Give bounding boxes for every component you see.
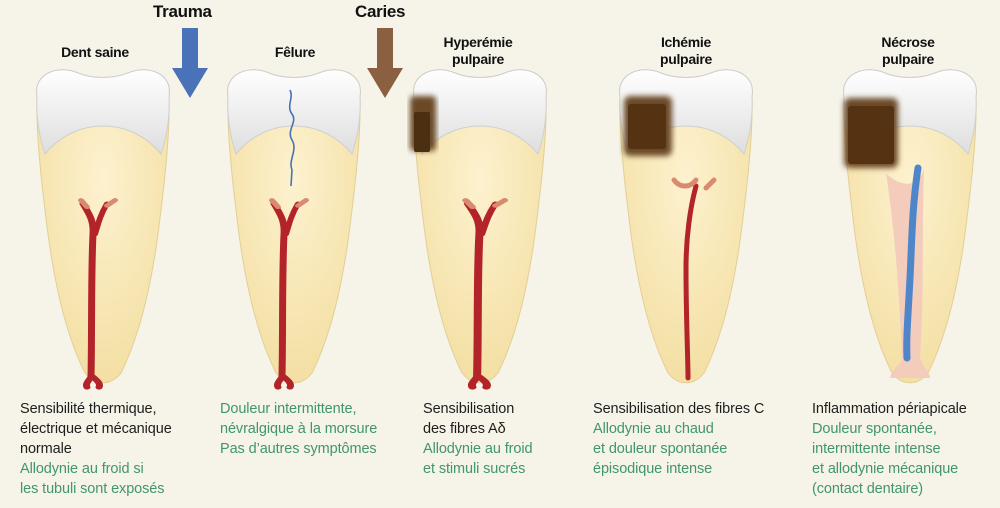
symptom-line: névralgique à la morsure	[220, 421, 378, 437]
symptom-line: Sensibilité thermique,	[20, 401, 157, 417]
stage-description-healthy: Sensibilité thermique, électrique et méc…	[20, 399, 172, 499]
title-line: Dent saine	[61, 44, 129, 60]
tooth-pulp-ischemia	[619, 69, 753, 384]
crack-line	[288, 89, 295, 187]
cause-caries-label: Caries	[355, 2, 406, 21]
title-line: pulpaire	[451, 51, 505, 67]
stage-description-crack: Douleur intermittente, névralgique à la …	[220, 399, 377, 459]
symptom-line: Inflammation périapicale	[812, 401, 967, 417]
tooth-pulp-hyperemia	[410, 69, 547, 387]
trauma-arrow	[172, 28, 208, 98]
stage-title-healthy: Dent saine	[25, 44, 165, 61]
symptom-line: normale	[20, 441, 72, 457]
symptom-line: Douleur spontanée,	[812, 421, 937, 437]
symptom-line: Allodynie au froid si	[20, 461, 144, 477]
symptom-line: et allodynie mécanique	[812, 461, 959, 477]
caries-arrow	[367, 28, 403, 98]
stage-description-hyperemia: Sensibilisation des fibres Aδ Allodynie …	[423, 399, 533, 479]
symptom-line: intermittente intense	[812, 441, 941, 457]
tooth-pulp-necrosis	[843, 69, 977, 384]
stage-description-ischemia: Sensibilisation des fibres C Allodynie a…	[593, 399, 764, 479]
title-line: pulpaire	[881, 51, 935, 67]
symptom-line: Douleur intermittente,	[220, 401, 357, 417]
symptom-line: électrique et mécanique	[20, 421, 172, 437]
tooth-healthy	[36, 69, 170, 387]
symptom-line: Allodynie au froid	[423, 441, 533, 457]
symptom-line: Pas d’autres symptômes	[220, 441, 377, 457]
symptom-line: et douleur spontanée	[593, 441, 728, 457]
stage-title-crack: Fêlure	[225, 44, 365, 61]
symptom-line: Allodynie au chaud	[593, 421, 714, 437]
symptom-line: des fibres Aδ	[423, 421, 506, 437]
tooth-crack	[227, 69, 361, 387]
title-line: Hyperémie	[443, 34, 513, 50]
symptom-line: (contact dentaire)	[812, 481, 924, 497]
title-line: pulpaire	[659, 51, 713, 67]
symptom-line: et stimuli sucrés	[423, 461, 526, 477]
title-line: Nécrose	[881, 34, 935, 50]
title-line: Ichémie	[660, 34, 712, 50]
title-line: Fêlure	[274, 44, 316, 60]
stage-description-necrosis: Inflammation périapicale Douleur spontan…	[812, 399, 967, 499]
symptom-line: épisodique intense	[593, 461, 713, 477]
symptom-line: Sensibilisation des fibres C	[593, 401, 765, 417]
symptom-line: les tubuli sont exposés	[20, 481, 165, 497]
cause-trauma-label: Trauma	[153, 2, 212, 21]
symptom-line: Sensibilisation	[423, 401, 515, 417]
